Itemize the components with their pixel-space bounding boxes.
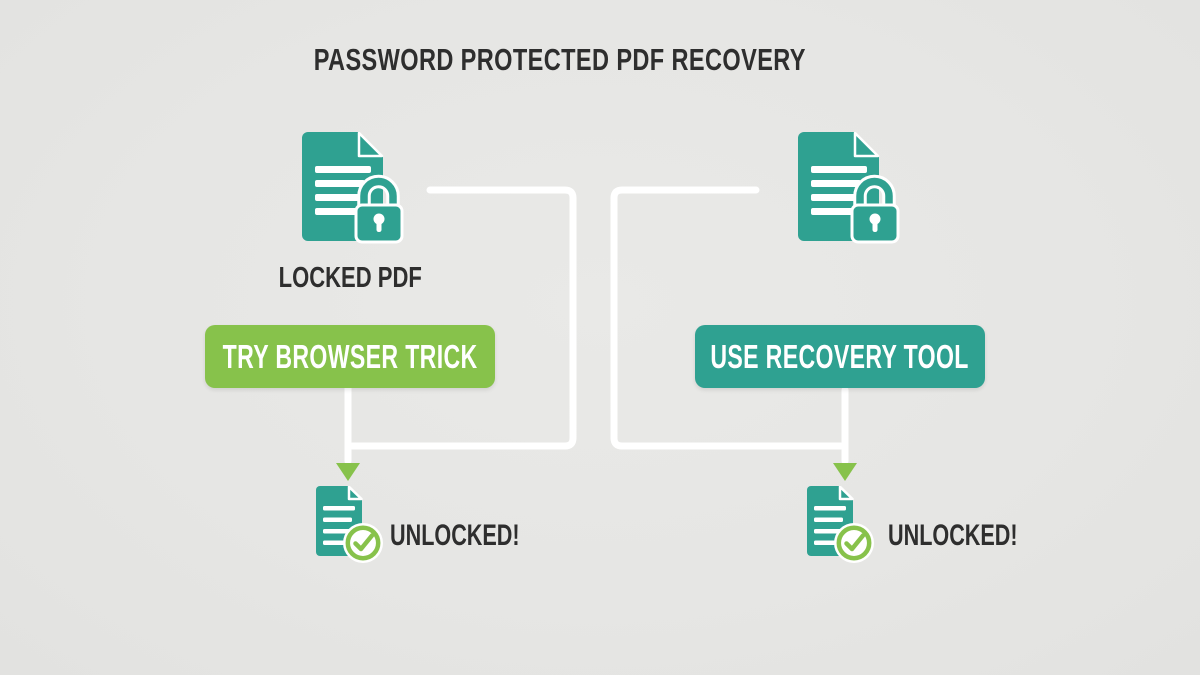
document-with-padlock-icon [302,131,404,244]
document-with-padlock-icon [798,131,900,244]
try-browser-trick-button-label: TRY BROWSER TRICK [222,337,478,375]
document-text-line [323,506,355,511]
padlock-keyhole-stem [376,221,382,232]
padlock-keyhole-stem [872,221,878,232]
unlocked-label-left: UNLOCKED! [390,519,570,553]
document-text-line [814,517,843,522]
page-title-text: PASSWORD PROTECTED PDF RECOVERY [313,42,807,77]
document-with-checkmark-icon [316,485,383,563]
document-with-checkmark-icon [807,485,874,563]
locked-pdf-icon-right [798,131,902,250]
checkmark-icon [353,533,375,552]
arrow-down-icon-left [336,463,360,481]
unlocked-pdf-icon-left [316,485,386,572]
document-text-line [814,540,839,545]
document-text-line [323,540,348,545]
document-text-line [315,208,359,215]
document-text-line [814,506,846,511]
document-text-line [811,208,855,215]
padlock-shackle [360,177,397,210]
use-recovery-tool-button[interactable]: USE RECOVERY TOOL [695,325,985,388]
use-recovery-tool-button-label: USE RECOVERY TOOL [710,337,970,375]
document-fold [853,131,880,158]
padlock-keyhole [373,213,385,225]
document-text-line [315,166,371,173]
unlocked-pdf-icon-right [807,485,877,572]
locked-pdf-label: LOCKED PDF [250,262,450,295]
document-fold [838,485,854,501]
document-text-line [323,517,352,522]
checkmark-icon [844,533,866,552]
padlock-shackle [856,177,893,210]
try-browser-trick-button[interactable]: TRY BROWSER TRICK [205,325,495,388]
page-title: PASSWORD PROTECTED PDF RECOVERY [160,42,960,78]
document-text-line [315,194,369,201]
padlock-keyhole [869,213,881,225]
unlocked-label-right: UNLOCKED! [888,519,1068,553]
document-fold [357,131,384,158]
document-text-line [315,180,365,187]
locked-pdf-icon-left [302,131,406,250]
arrow-down-icon-right [833,463,857,481]
unlocked-label-right-text: UNLOCKED! [888,519,1018,552]
unlocked-label-left-text: UNLOCKED! [390,519,520,552]
document-text-line [811,180,861,187]
document-text-line [811,166,867,173]
document-fold [347,485,363,501]
locked-pdf-label-text: LOCKED PDF [278,262,422,294]
document-text-line [811,194,865,201]
